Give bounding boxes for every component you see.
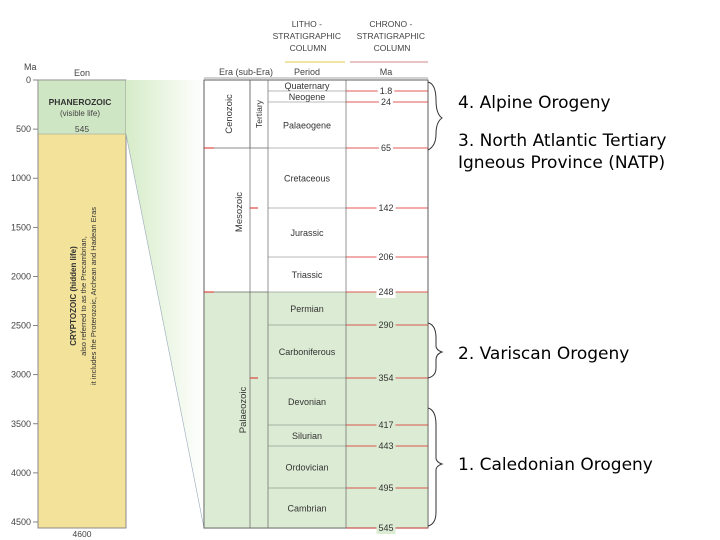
boundary-label-bg: [376, 372, 396, 384]
cryptozoic-end: 4600: [73, 529, 92, 539]
svg-text:also referred to as the Precam: also referred to as the Precambrian,: [79, 236, 88, 356]
svg-text:it includes the Proterozoic, A: it includes the Proterozoic, Archean and…: [89, 207, 98, 385]
period-jurassic: Jurassic: [290, 228, 324, 238]
phanerozoic-sub: (visible life): [60, 109, 100, 118]
boundary-label-bg: [378, 96, 394, 108]
era-palaeozoic: Palaeozoic: [238, 387, 249, 434]
period-quaternary: Quaternary: [284, 81, 330, 91]
boundary-label: 142: [378, 203, 393, 213]
phanerozoic-block: [38, 80, 126, 134]
boundary-label: 545: [378, 523, 393, 533]
boundary-label: 495: [378, 483, 393, 493]
svg-text:CRYPTOZOIC (hidden life): CRYPTOZOIC (hidden life): [69, 246, 78, 346]
bracket-caledonian: [427, 407, 444, 527]
phanerozoic-label: PHANEROZOIC: [49, 97, 112, 107]
event-variscan-orogeny: 2. Variscan Orogeny: [458, 344, 630, 364]
ma-axis: 0 500 1000 1500 2000 2500 3000 3500 4000 4500: [11, 75, 38, 527]
period-rows: QuaternaryNeogenePalaeogeneCretaceousJur…: [268, 81, 346, 514]
boundary-label-bg: [377, 85, 395, 97]
axis-tick-label: 4000: [11, 468, 31, 478]
axis-tick-label: 500: [16, 124, 31, 134]
axis-tick-label: 3000: [11, 370, 31, 380]
era-header: Era (sub-Era): [219, 67, 273, 77]
boundary-label-bg: [376, 440, 396, 452]
period-silurian: Silurian: [292, 431, 322, 441]
period-devonian: Devonian: [288, 397, 326, 407]
boundary-label: 24: [381, 97, 391, 107]
ma-column-header: Ma: [380, 67, 393, 77]
axis-tick-label: 3500: [11, 419, 31, 429]
axis-tick-label: 2500: [11, 321, 31, 331]
axis-tick-label: 2000: [11, 271, 31, 281]
event-caledonian-orogeny: 1. Caledonian Orogeny: [458, 455, 653, 475]
period-header: Period: [294, 67, 320, 77]
boundary-label: 248: [378, 287, 393, 297]
cryptozoic-label: CRYPTOZOIC (hidden life) also referred t…: [69, 207, 98, 385]
litho-header: LITHO - STRATIGRAPHIC COLUMN: [273, 19, 344, 53]
bracket-alpine-natp: [427, 81, 443, 151]
period-cambrian: Cambrian: [287, 504, 326, 514]
boundary-label-bg: [378, 142, 394, 154]
event-alpine-orogeny: 4. Alpine Orogeny: [458, 93, 611, 113]
axis-tick-label: 1000: [11, 173, 31, 183]
axis-tick-label: 0: [26, 75, 31, 85]
axis-tick-label: 4500: [11, 517, 31, 527]
era-mesozoic: Mesozoic: [234, 192, 245, 232]
expansion-fan: [126, 80, 204, 528]
period-neogene: Neogene: [289, 92, 326, 102]
boundary-label: 443: [378, 441, 393, 451]
event-natp-line1: 3. North Atlantic Tertiary: [458, 131, 667, 151]
phanerozoic-end: 545: [75, 124, 89, 134]
boundary-label: 417: [378, 420, 393, 430]
event-natp-line2: Igneous Province (NATP): [458, 153, 666, 173]
subera-tertiary: Tertiary: [254, 99, 264, 128]
boundary-label: 354: [378, 373, 393, 383]
chrono-header: CHRONO - STRATIGRAPHIC COLUMN: [357, 19, 428, 53]
eon-header: Eon: [74, 68, 90, 78]
boundary-label-bg: [376, 522, 396, 534]
period-palaeogene: Palaeogene: [283, 121, 331, 131]
boundary-label-bg: [376, 202, 396, 214]
boundary-label: 290: [378, 320, 393, 330]
boundary-label-bg: [376, 319, 396, 331]
period-carboniferous: Carboniferous: [279, 347, 336, 357]
period-permian: Permian: [290, 304, 324, 314]
period-triassic: Triassic: [292, 270, 323, 280]
boundary-label-bg: [376, 419, 396, 431]
period-ordovician: Ordovician: [285, 463, 328, 473]
boundary-label-bg: [376, 286, 396, 298]
boundary-label-bg: [376, 482, 396, 494]
era-cenozoic: Cenozoic: [224, 94, 235, 134]
boundary-ticks: 1.824 65 142 206 248 290 354 417 443 495 545: [346, 85, 428, 534]
period-cretaceous: Cretaceous: [284, 174, 331, 184]
boundary-label-bg: [376, 251, 396, 263]
boundary-label: 65: [381, 143, 391, 153]
ma-axis-label: Ma: [24, 62, 37, 72]
boundary-label: 1.8: [380, 86, 393, 96]
boundary-label: 206: [378, 252, 393, 262]
axis-tick-label: 1500: [11, 222, 31, 232]
bracket-variscan: [427, 322, 444, 379]
